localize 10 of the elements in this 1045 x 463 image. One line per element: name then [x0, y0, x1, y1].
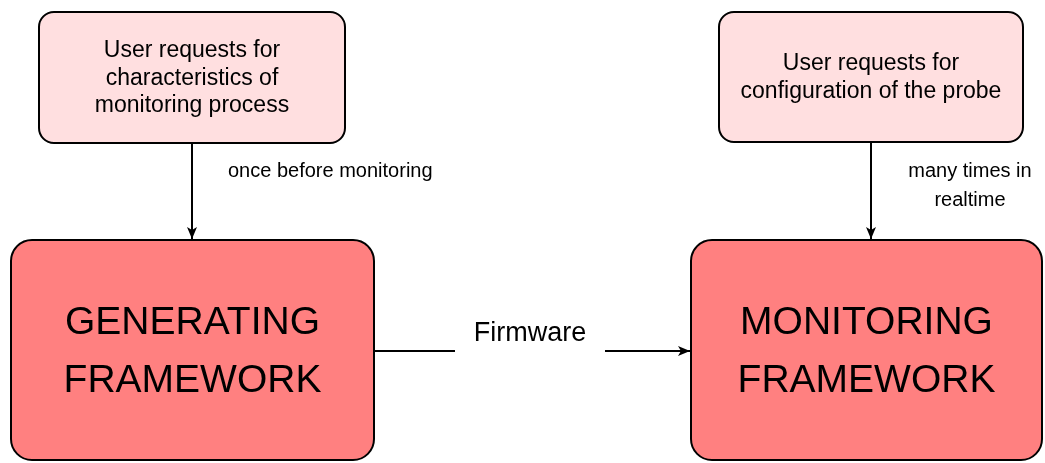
arrow [866, 142, 876, 240]
box-text: User requests for configuration of the probe [739, 49, 1003, 105]
framework-box [10, 239, 375, 461]
request-box [38, 11, 346, 144]
arrow [187, 143, 197, 240]
request-box [718, 11, 1024, 143]
framework-box [690, 239, 1043, 461]
box-text: GENERATING FRAMEWORK [62, 297, 323, 402]
box-text: MONITORING FRAMEWORK [736, 297, 997, 402]
box-text: User requests for characteristics of monitoring process [93, 36, 291, 119]
